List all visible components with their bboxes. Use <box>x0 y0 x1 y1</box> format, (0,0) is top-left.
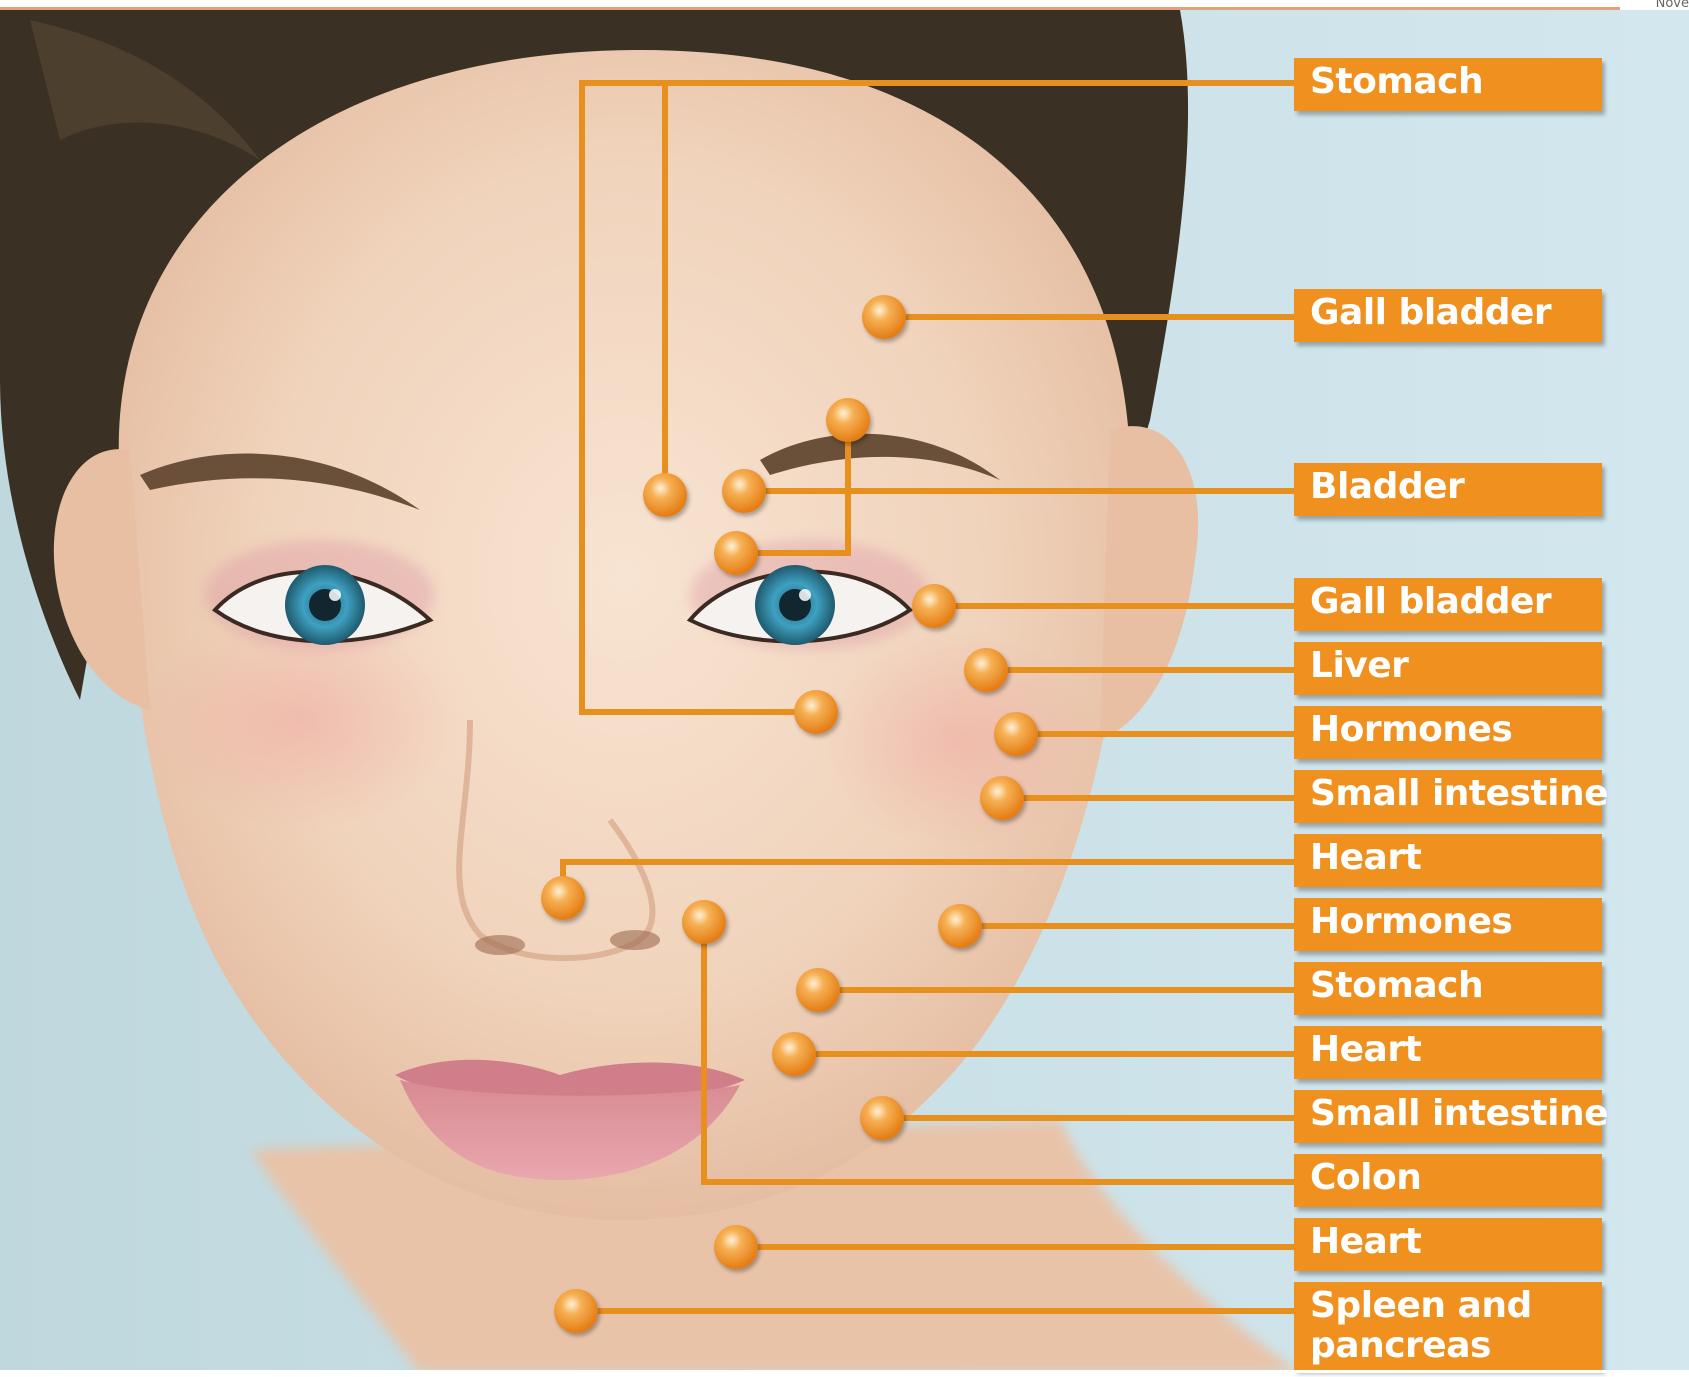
label-heart-3: Heart <box>1294 1218 1602 1271</box>
corner-text: Nove <box>1656 0 1689 11</box>
marker-dot <box>554 1289 598 1333</box>
label-stomach-bottom: Stomach <box>1294 962 1602 1015</box>
label-liver: Liver <box>1294 642 1602 695</box>
marker-dot <box>912 584 956 628</box>
marker-dot <box>682 900 726 944</box>
marker-dot <box>714 531 758 575</box>
marker-dot <box>860 1096 904 1140</box>
marker-dot <box>862 295 906 339</box>
marker-dot <box>994 712 1038 756</box>
label-hormones-2: Hormones <box>1294 898 1602 951</box>
marker-dot <box>796 968 840 1012</box>
top-rule <box>0 7 1620 10</box>
marker-dot <box>714 1225 758 1269</box>
label-heart-2: Heart <box>1294 1026 1602 1079</box>
marker-dot <box>541 876 585 920</box>
marker-dot <box>643 473 687 517</box>
marker-dot <box>938 904 982 948</box>
label-spleen-pancreas-line-1: Spleen and <box>1310 1286 1602 1326</box>
label-spleen-pancreas-line-2: pancreas <box>1310 1326 1602 1366</box>
marker-dot <box>980 776 1024 820</box>
marker-dot <box>964 648 1008 692</box>
label-spleen-pancreas: Spleen and pancreas <box>1294 1282 1602 1370</box>
label-colon: Colon <box>1294 1154 1602 1207</box>
marker-dot <box>722 469 766 513</box>
label-stomach-top: Stomach <box>1294 58 1602 111</box>
label-small-intestine-1: Small intestine <box>1294 770 1602 823</box>
label-heart-1: Heart <box>1294 834 1602 887</box>
label-gall-bladder-eye: Gall bladder <box>1294 578 1602 631</box>
marker-dot <box>794 690 838 734</box>
label-small-intestine-2: Small intestine <box>1294 1090 1602 1143</box>
label-bladder: Bladder <box>1294 463 1602 516</box>
label-gall-bladder-forehead: Gall bladder <box>1294 289 1602 342</box>
marker-dot <box>772 1032 816 1076</box>
marker-dot <box>826 398 870 442</box>
label-hormones-1: Hormones <box>1294 706 1602 759</box>
